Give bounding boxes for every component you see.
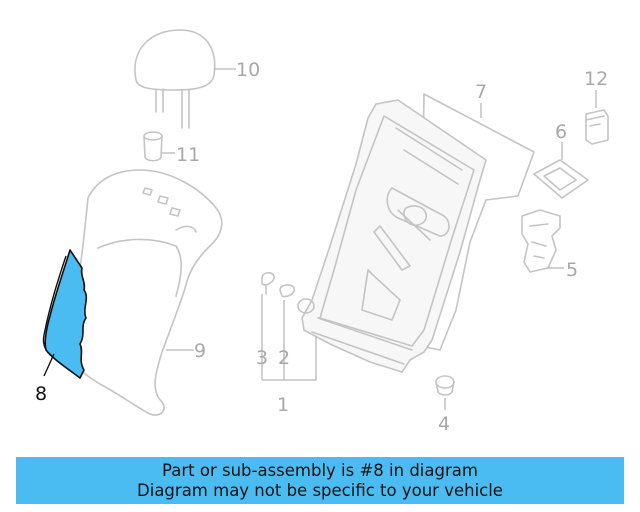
callout-1: 1	[277, 394, 289, 416]
leader-1	[262, 336, 317, 381]
guide-part-11	[143, 131, 163, 162]
leader-8	[43, 353, 55, 377]
seat-cover-part-9	[65, 169, 223, 416]
parts-diagram: 10 11 9 8 7 1 3	[35, 29, 609, 435]
button-part-12	[585, 109, 609, 145]
callout-2: 2	[278, 347, 290, 369]
cap-part-4	[435, 375, 455, 396]
nut-part-2	[279, 284, 296, 298]
callout-5: 5	[566, 259, 578, 281]
callout-10: 10	[236, 59, 260, 81]
callout-4: 4	[438, 413, 450, 435]
headrest-part-10	[134, 29, 216, 129]
callout-12: 12	[584, 68, 608, 90]
callout-6: 6	[555, 121, 567, 143]
callout-3: 3	[256, 347, 268, 369]
callout-9: 9	[194, 340, 206, 362]
callout-8: 8	[35, 383, 47, 405]
banner-line-2: Diagram may not be specific to your vehi…	[137, 480, 503, 500]
callout-11: 11	[176, 144, 200, 166]
side-bolster-part-8	[42, 249, 88, 379]
bezel-part-6	[533, 159, 589, 199]
info-banner: Part or sub-assembly is #8 in diagram Di…	[16, 457, 624, 504]
bracket-part-5	[521, 209, 561, 273]
bolt-part-3	[261, 272, 275, 295]
banner-line-1: Part or sub-assembly is #8 in diagram	[162, 460, 478, 480]
callout-7: 7	[475, 81, 487, 103]
frame-part-1	[297, 99, 487, 373]
